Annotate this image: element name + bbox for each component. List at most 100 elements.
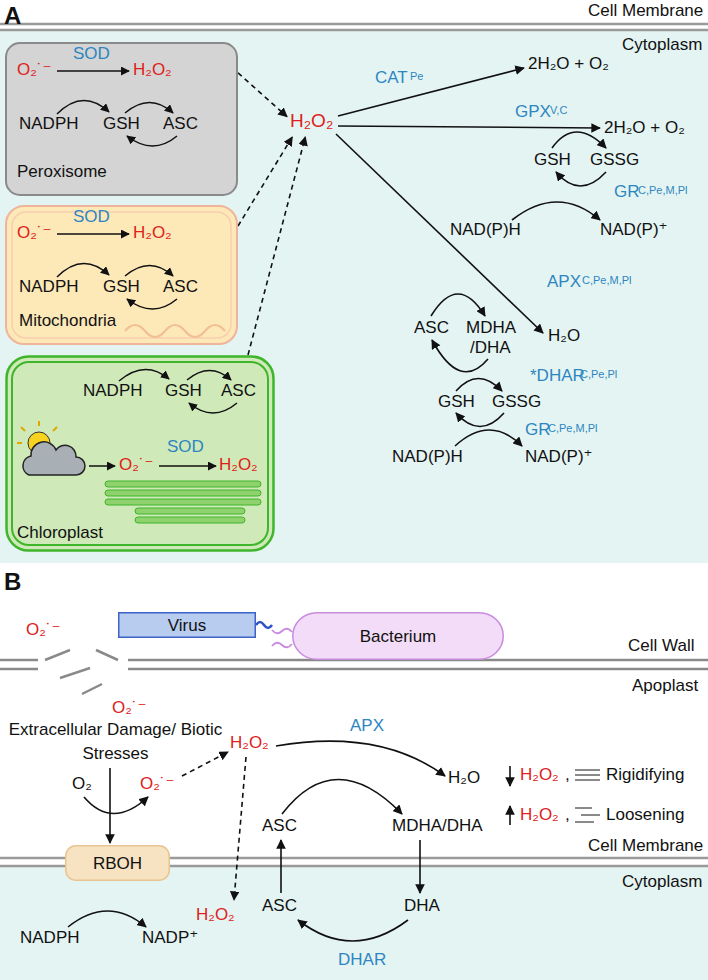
text: CAT [375, 68, 408, 87]
text: ASC [262, 896, 297, 915]
text-holder: RBOH [65, 854, 170, 874]
text: Rigidifying [606, 765, 684, 784]
text: GPX [515, 102, 551, 121]
text-holder: Virus [118, 616, 256, 636]
text-holder: NAD(P)H [450, 220, 521, 240]
dashed-connector [238, 137, 292, 226]
text-holder: H₂O [548, 326, 580, 346]
chloroplast-detail [17, 369, 261, 523]
text: NAD(P)H [450, 220, 521, 239]
chloroplast-box: NADPH GSH ASC O₂˙⁻ SOD H₂O₂ Chloroplast [5, 355, 275, 552]
text-holder: NADP⁺ [142, 928, 198, 948]
text-holder: Pe [410, 66, 423, 84]
text-holder: GSH [103, 277, 140, 297]
text-holder: C,Pe,Pl [580, 364, 617, 382]
text-holder: O₂˙⁻ [119, 455, 153, 475]
text: /DHA [470, 338, 511, 357]
text-holder: H₂O₂ [196, 905, 235, 925]
text-holder: B [4, 568, 21, 596]
text: Cell Membrane [588, 1, 703, 20]
text-holder: Peroxisome [17, 162, 107, 182]
text-holder: GPX [515, 102, 551, 122]
wall-icon [575, 770, 600, 822]
text-holder: Extracellular Damage/ Biotic Stresses [8, 718, 223, 766]
text: O₂ [72, 774, 92, 793]
text-holder: H₂O₂ [290, 110, 333, 132]
text: GSH [103, 114, 140, 133]
text-holder: ASC [163, 114, 198, 134]
text: Bacterium [360, 627, 437, 646]
text-holder: Cell Wall [628, 636, 694, 656]
text: NADPH [20, 928, 80, 947]
text-holder: ASC [221, 381, 256, 401]
text-holder: H₂O₂ [133, 60, 172, 80]
text: Peroxisome [17, 162, 107, 181]
text: Cell Membrane [588, 836, 703, 855]
text: DHA [404, 896, 440, 915]
text: B [4, 568, 21, 595]
text: Virus [168, 616, 206, 635]
text: SOD [73, 207, 110, 226]
text-holder: Apoplast [632, 676, 698, 696]
text-holder: 2H₂O + O₂ [528, 54, 609, 74]
text: H₂O₂ [230, 733, 269, 752]
flagella [272, 629, 292, 648]
text-holder: MDHA [466, 318, 516, 338]
mitochondria-box: O₂˙⁻SODH₂O₂NADPHGSHASCMitochondria [5, 205, 238, 345]
text: 2H₂O + O₂ [604, 118, 685, 137]
text-holder: C,Pe,M,Pl [638, 180, 688, 198]
text: H₂O₂ [196, 905, 235, 924]
text-holder: NADPH [19, 114, 79, 134]
text-holder: MDHA/DHA [392, 816, 483, 836]
text-holder: ASC [262, 896, 297, 916]
text: ASC [414, 318, 449, 337]
text-holder: GSH [165, 381, 202, 401]
text-holder: V,C [550, 100, 567, 118]
text-holder: , [565, 805, 570, 825]
text-holder: APX [350, 716, 384, 736]
text-holder: H₂O₂ [520, 765, 559, 785]
text-holder: A [4, 2, 21, 30]
text: GSH [165, 381, 202, 400]
cytoplasm-ground [0, 866, 708, 980]
virus-shape: Virus [118, 612, 256, 638]
text-holder: NAD(P)⁺ [600, 220, 668, 240]
text: ASC [163, 277, 198, 296]
text-holder: C,Pe,M,Pl [548, 418, 598, 436]
text: H₂O₂ [133, 223, 172, 242]
text-holder: O₂˙⁻ [140, 774, 174, 794]
text: H₂O₂ [520, 805, 559, 824]
cell-membrane [0, 24, 708, 30]
text-holder: GSSG [492, 392, 541, 412]
text-holder: 2H₂O + O₂ [604, 118, 685, 138]
text-holder: O₂ [72, 774, 92, 794]
mitochondria-detail [12, 212, 231, 338]
text: NADPH [83, 381, 143, 400]
text-holder: GR [614, 182, 640, 202]
text: 2H₂O + O₂ [528, 54, 609, 73]
text-holder: Bacterium [292, 627, 504, 647]
text: O₂˙⁻ [26, 620, 60, 639]
text: O₂˙⁻ [17, 60, 51, 79]
text: Extracellular Damage/ Biotic Stresses [8, 718, 223, 766]
text-holder: SOD [73, 207, 110, 227]
text: Mitochondria [19, 311, 116, 330]
text: SOD [167, 437, 204, 456]
text-holder: Chloroplast [17, 523, 103, 543]
text: ASC [163, 114, 198, 133]
text-holder: NAD(P)⁺ [525, 447, 593, 467]
text: SOD [73, 44, 110, 63]
text-holder: DHA [404, 896, 440, 916]
text: Pe [410, 70, 423, 82]
text-holder: GSH [438, 392, 475, 412]
text: MDHA/DHA [392, 816, 483, 835]
text-holder: NAD(P)H [392, 447, 463, 467]
text: NAD(P)⁺ [600, 220, 668, 239]
text: ASC [262, 816, 297, 835]
text: O₂˙⁻ [119, 455, 153, 474]
text-holder: H₂O₂ [219, 455, 258, 475]
text-holder: Mitochondria [19, 311, 116, 331]
text-holder: Cell Membrane [588, 1, 703, 21]
text-holder: ASC [163, 277, 198, 297]
text: NAD(P)⁺ [525, 447, 593, 466]
